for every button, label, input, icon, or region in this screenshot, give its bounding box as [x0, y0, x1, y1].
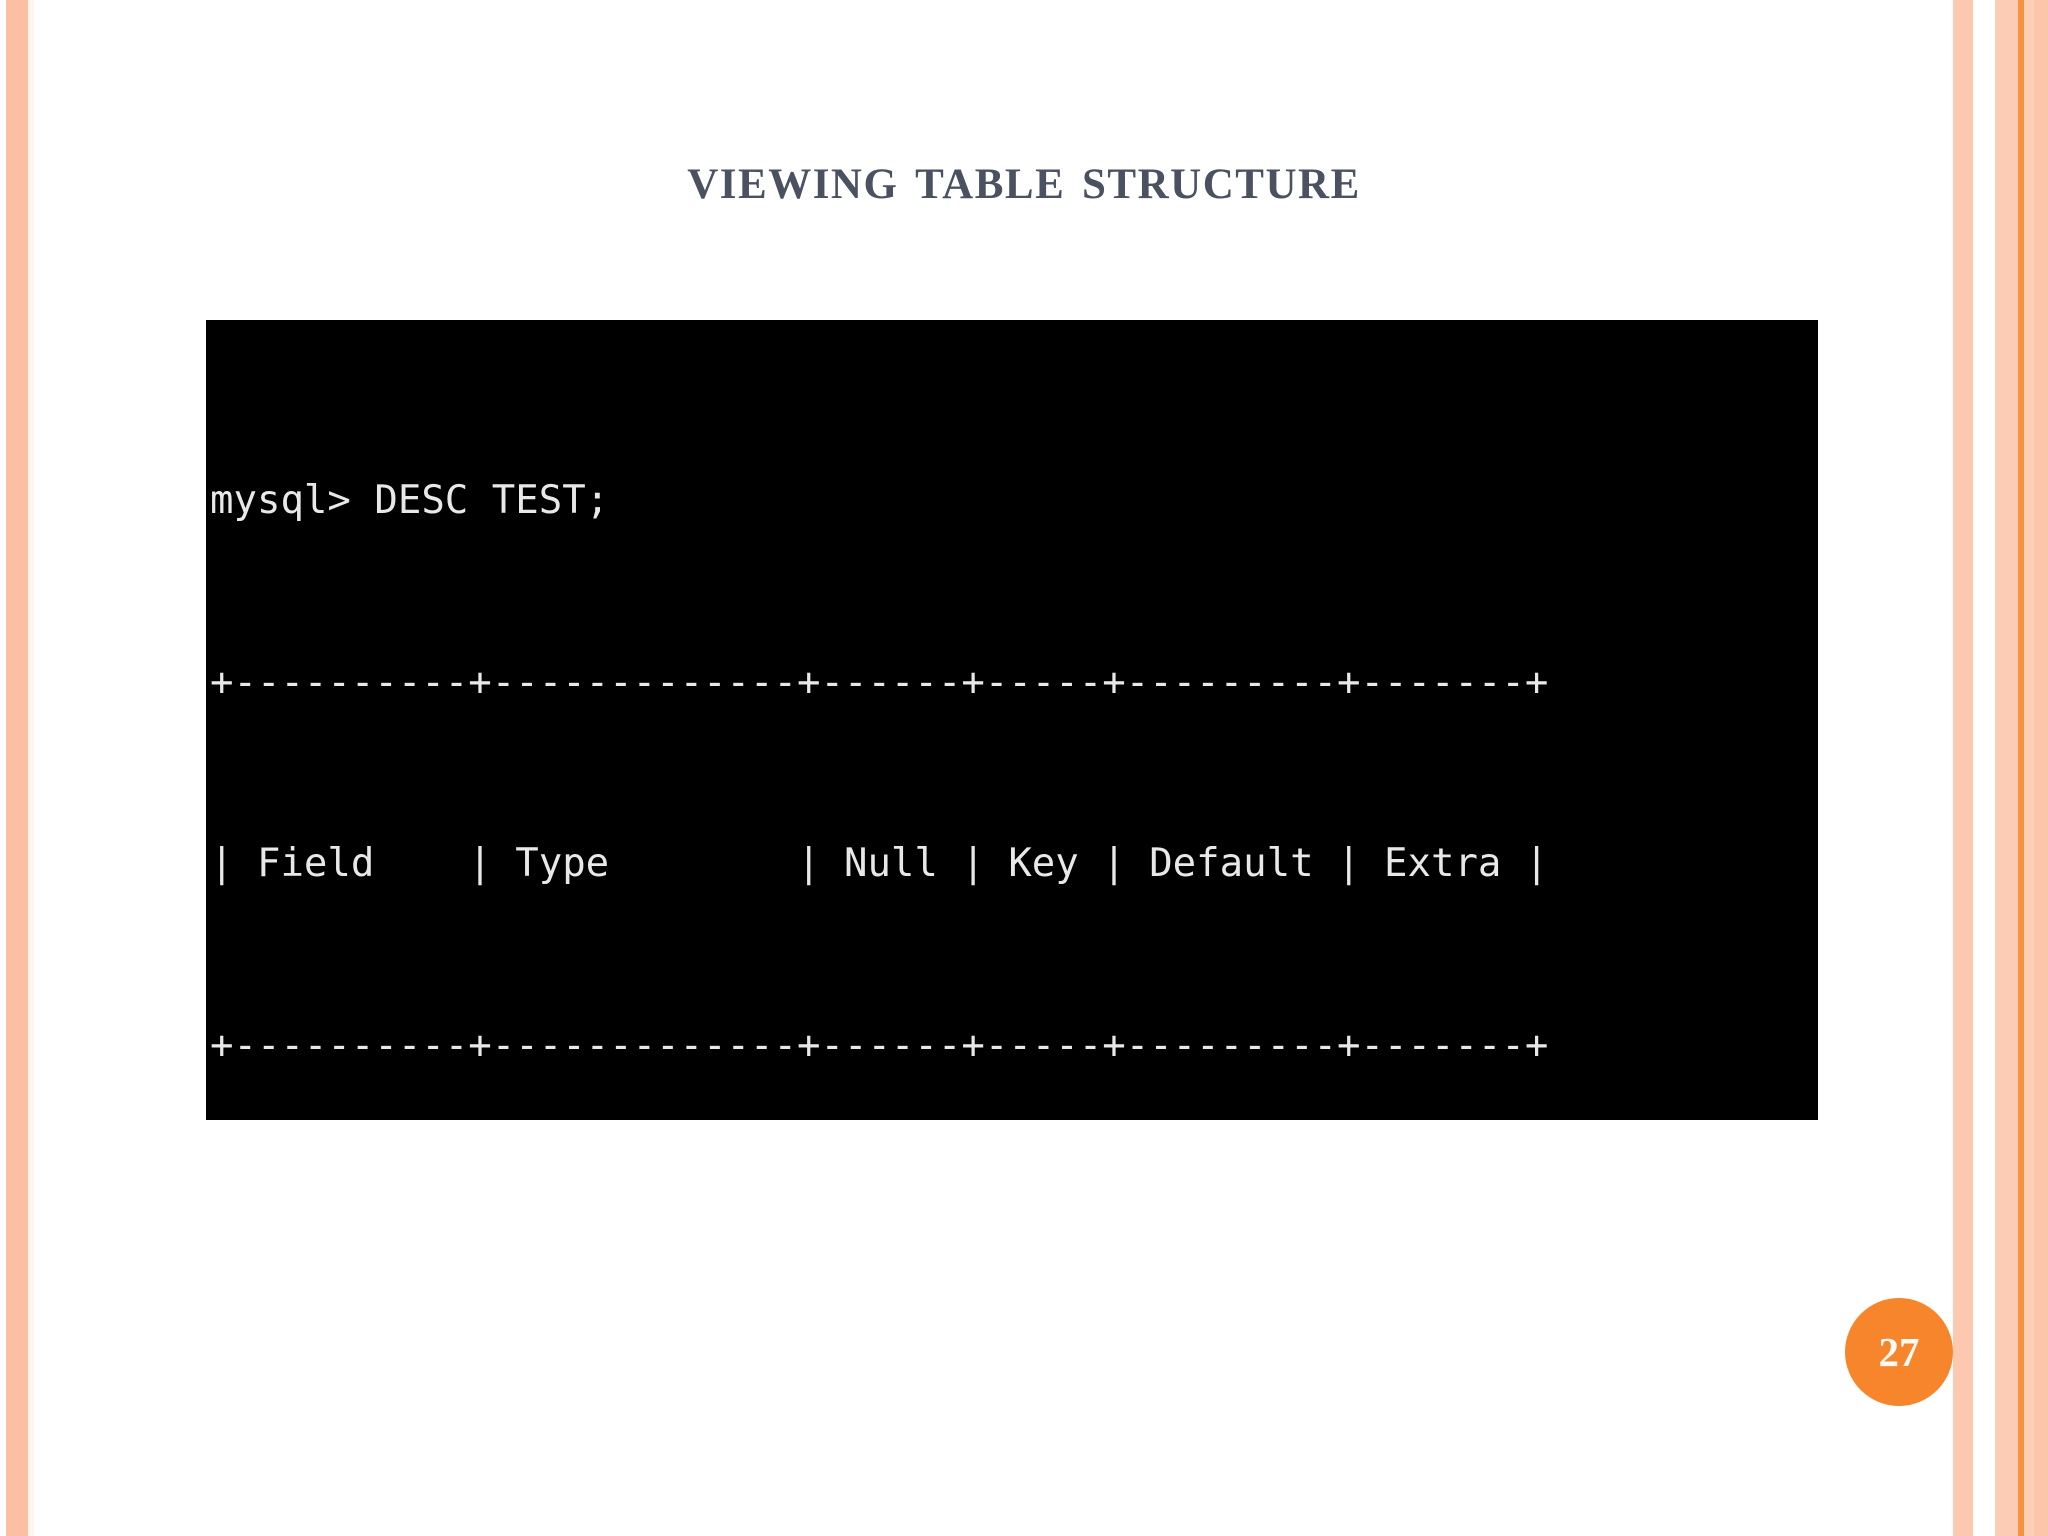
right-border-stripe-1 — [1953, 0, 1973, 1536]
terminal-line: +----------+-------------+------+-----+-… — [210, 1022, 1549, 1068]
page-number-badge: 27 — [1845, 1298, 1953, 1406]
left-border-stripe-primary — [6, 0, 28, 1536]
terminal-line: +----------+-------------+------+-----+-… — [210, 659, 1549, 705]
right-border-stripe-5 — [2024, 0, 2034, 1536]
left-border-stripe-secondary — [28, 0, 34, 1536]
terminal-output: mysql> DESC TEST; +----------+----------… — [206, 320, 1818, 1120]
right-border-stripe-accent — [2018, 0, 2024, 1536]
page-title: Viewing Table Structure — [687, 144, 1361, 212]
terminal-window: mysql> DESC TEST; +----------+----------… — [206, 320, 1818, 1120]
terminal-line: | Field | Type | Null | Key | Default | … — [210, 841, 1549, 886]
terminal-line: mysql> DESC TEST; — [210, 478, 610, 523]
right-border-stripe-gap — [1973, 0, 1995, 1536]
right-border-stripe-6 — [2034, 0, 2048, 1536]
right-border-stripe-3 — [1995, 0, 2018, 1536]
